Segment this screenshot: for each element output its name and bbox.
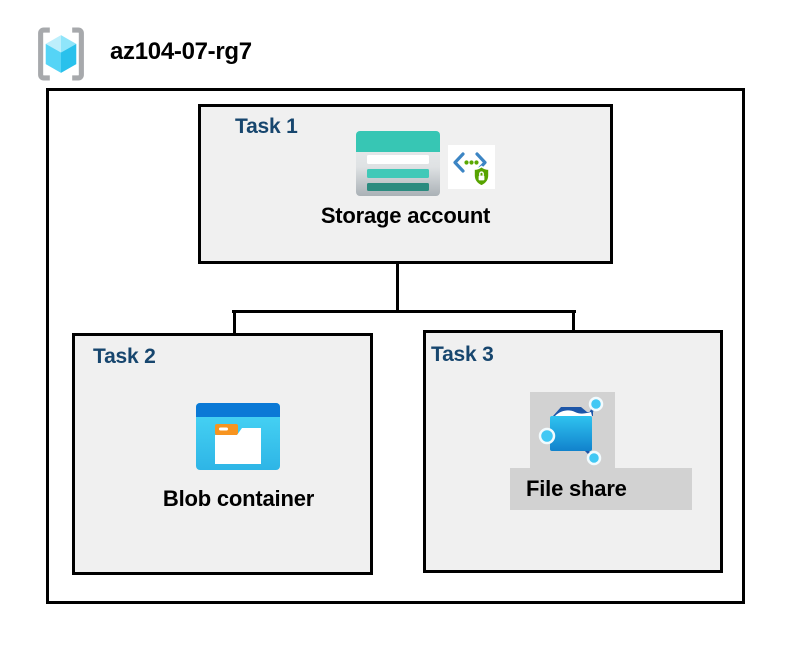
resource-group-name: az104-07-rg7: [110, 38, 252, 65]
file-share-label-background: File share: [510, 468, 692, 510]
file-share-icon: [538, 396, 603, 466]
storage-account-icon: [356, 131, 440, 196]
connector-storage-down: [396, 234, 399, 312]
task1-box: Task 1 Sto: [198, 104, 613, 264]
blob-container-label: Blob container: [162, 486, 315, 511]
storage-account-label: Storage account: [320, 203, 491, 228]
task3-label: Task 3: [431, 343, 494, 366]
task2-box: Task 2 Blob container: [72, 333, 373, 575]
task1-label: Task 1: [235, 115, 298, 138]
blob-container-icon: [196, 403, 280, 470]
task2-label: Task 2: [93, 345, 156, 368]
file-share-label: File share: [526, 476, 627, 501]
connector-branch-horizontal: [232, 310, 576, 313]
task3-box: Task 3 File shar: [423, 330, 723, 573]
file-share-icon-background: [530, 392, 615, 468]
secure-access-shield-icon: [448, 145, 495, 189]
resource-group-icon: [38, 27, 84, 81]
